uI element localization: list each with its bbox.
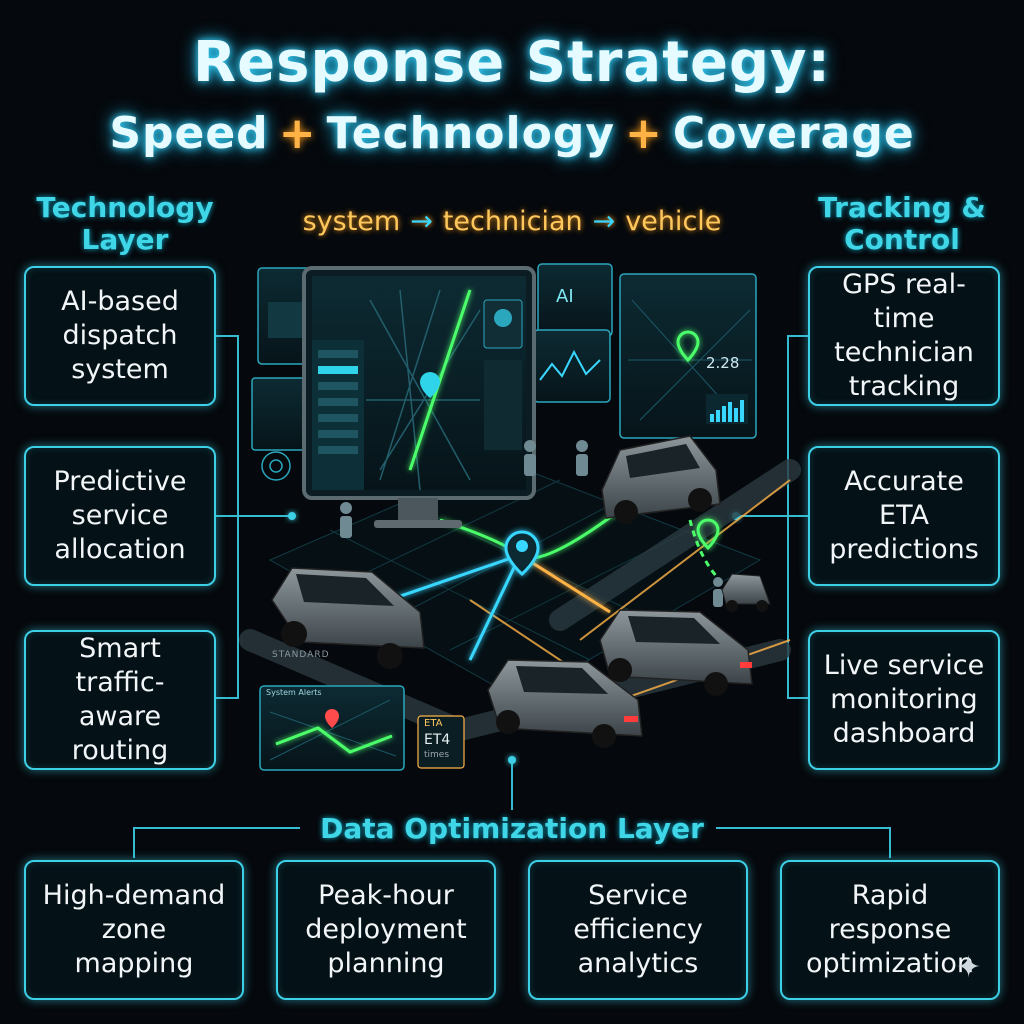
eta-label: ETA [424, 718, 443, 729]
eta-box [417, 715, 465, 769]
vehicle-small [721, 573, 771, 612]
system-alerts-panel [259, 685, 405, 771]
technology-layer-title: Technology Layer [36, 191, 214, 256]
monitor [302, 266, 536, 528]
flow-step-system: system [302, 206, 401, 237]
card-predictive-allocation: Predictive service allocation [24, 446, 216, 586]
card-traffic-routing: Smart traffic-aware routing [24, 630, 216, 770]
left-connector [216, 335, 292, 699]
right-connector [736, 335, 808, 699]
plus-sign: + [278, 108, 317, 159]
eta-value: ET4 [424, 732, 451, 748]
card-live-monitoring: Live service monitoring dashboard [808, 630, 1000, 770]
flow-sequence: system → technician → vehicle [270, 206, 754, 237]
flow-step-technician: technician [442, 206, 583, 237]
route-line [688, 519, 722, 582]
subtitle: Speed+Technology+Coverage [0, 108, 1024, 159]
subtitle-coverage: Coverage [672, 108, 915, 159]
flow-step-vehicle: vehicle [625, 206, 722, 237]
ai-label: AI [556, 286, 574, 307]
route-line [468, 554, 522, 661]
clock-readout: 2.28 [706, 354, 740, 372]
arrow-right-icon: → [592, 206, 616, 237]
road-text: STANDARD [272, 650, 330, 660]
plus-sign: + [625, 108, 663, 159]
card-gps-tracking: GPS real-time technician tracking [808, 266, 1000, 406]
subtitle-speed: Speed [109, 108, 269, 159]
floating-panel-ai [533, 263, 613, 403]
card-peak-hour-planning: Peak-hour deployment planning [276, 860, 496, 1000]
tracking-control-title: Tracking & Control [818, 191, 986, 256]
subtitle-technology: Technology [326, 108, 616, 159]
card-efficiency-analytics: Service efficiency analytics [528, 860, 748, 1000]
card-rapid-response: Rapid response optimization [780, 860, 1000, 1000]
card-ai-dispatch: AI-based dispatch system [24, 266, 216, 406]
sparkle-icon: ✦ [956, 950, 982, 985]
main-title: Response Strategy: [193, 30, 831, 95]
arrow-right-icon: → [410, 206, 433, 237]
vehicle-suv-top [601, 435, 721, 524]
vehicle-suv-left [271, 567, 425, 669]
map-pin-icon [676, 330, 720, 551]
route-line [519, 553, 611, 614]
connector-node [508, 756, 516, 764]
card-high-demand-mapping: High-demand zone mapping [24, 860, 244, 1000]
system-alerts-header: System Alerts [266, 688, 322, 697]
vehicle-sedan-right [599, 609, 753, 696]
vehicle-sedan-bottom [487, 659, 643, 748]
connector-node [288, 512, 296, 520]
data-optimization-title: Data Optimization Layer [320, 812, 704, 845]
bottom-connector [133, 760, 891, 858]
map-pin-icon [504, 530, 540, 576]
card-eta-predictions: Accurate ETA predictions [808, 446, 1000, 586]
technician-figure [340, 440, 723, 607]
eta-unit: times [424, 750, 450, 760]
